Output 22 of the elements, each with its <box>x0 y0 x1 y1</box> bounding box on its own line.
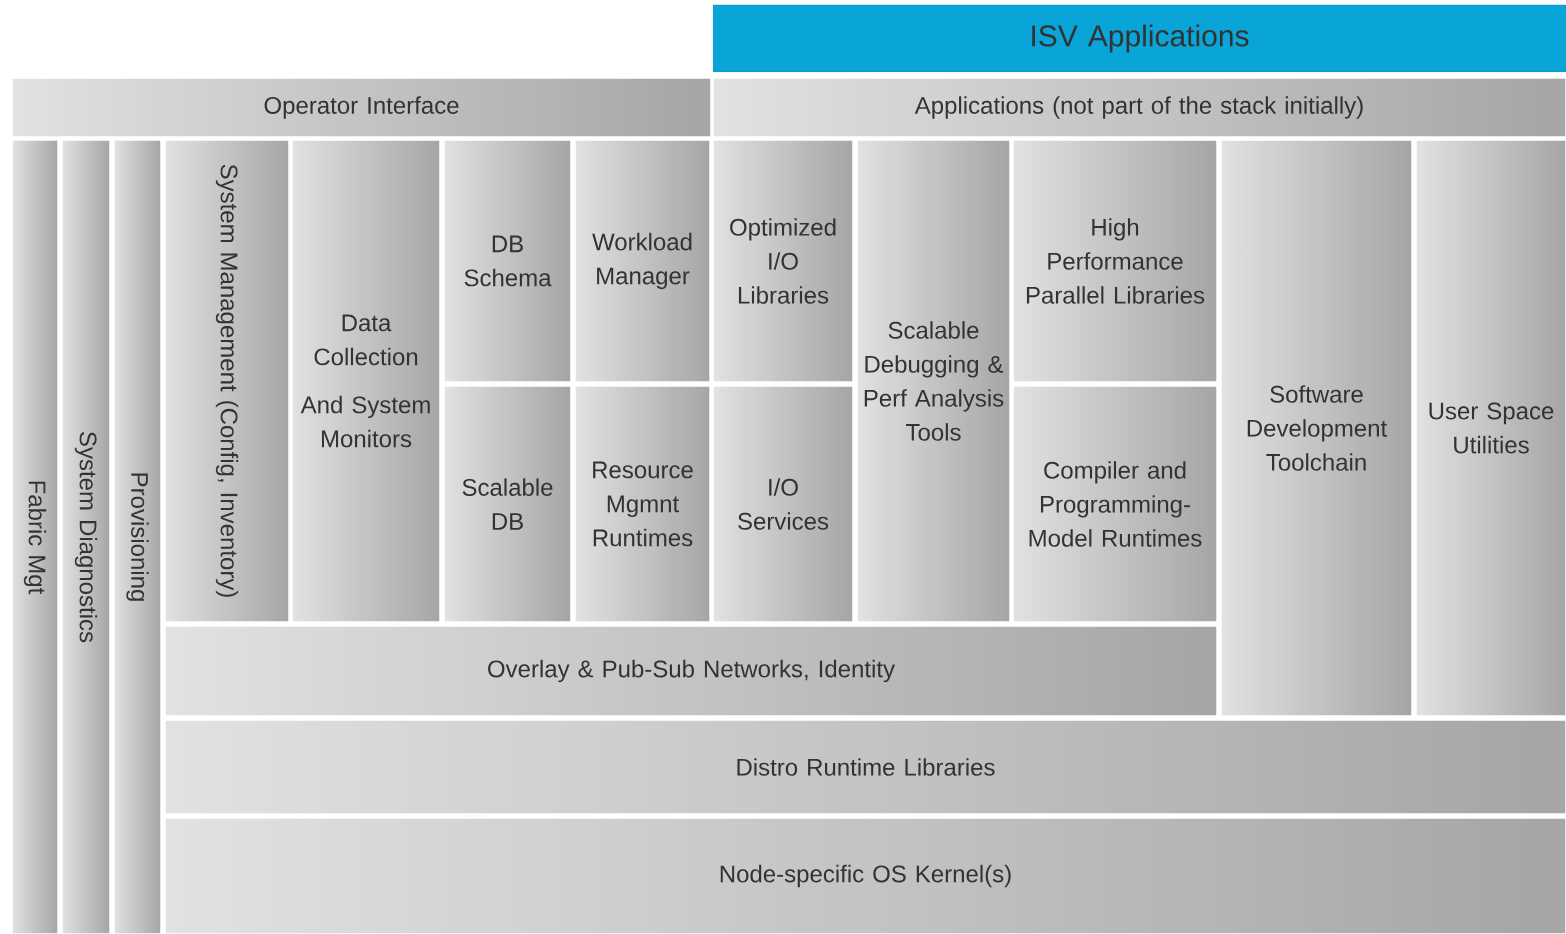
band: Scalable Debugging & Perf Analysis Tools <box>856 139 1011 623</box>
band: Applications (not part of the stack initially) <box>712 77 1566 138</box>
header-bar: ISV Applications <box>712 4 1566 73</box>
band: System Management (Config, Inventory) <box>164 139 290 623</box>
band: User Space Utilities <box>1415 139 1566 717</box>
band: Operator Interface <box>11 77 712 138</box>
band: Distro Runtime Libraries <box>164 719 1566 815</box>
component-box: Compiler and Programming-Model Runtimes <box>1012 385 1218 623</box>
component-box: Resource Mgmnt Runtimes <box>574 385 711 623</box>
band: Fabric Mgt <box>11 139 59 934</box>
component-box: Workload Manager <box>574 139 711 383</box>
band: Node-specific OS Kernel(s) <box>164 817 1566 934</box>
band: Provisioning <box>113 139 162 934</box>
component-box: I/O Services <box>712 385 854 623</box>
component-box: Optimized I/O Libraries <box>712 139 854 383</box>
band: Data Collection And System Monitors <box>291 139 441 623</box>
component-box: DB Schema <box>443 139 572 383</box>
component-box: Scalable DB <box>443 385 572 623</box>
band: Software Development Toolchain <box>1220 139 1413 717</box>
band: System Diagnostics <box>61 139 111 934</box>
component-box: High Performance Parallel Libraries <box>1012 139 1218 383</box>
band: Overlay & Pub-Sub Networks, Identity <box>164 625 1218 717</box>
